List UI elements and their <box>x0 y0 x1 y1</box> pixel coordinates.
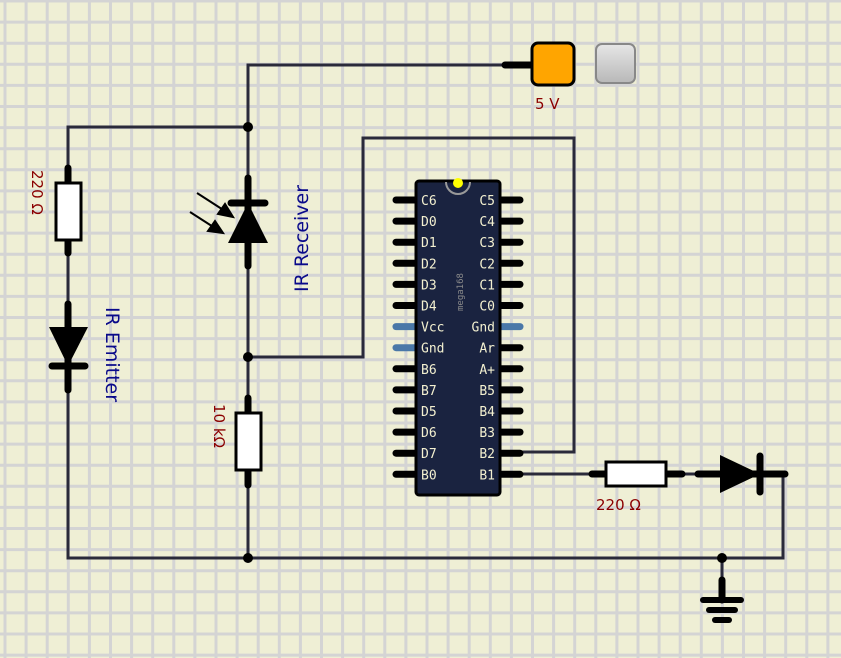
chip-pin-label: A+ <box>479 363 495 378</box>
chip-pin-label: D6 <box>421 426 437 441</box>
wires <box>66 63 785 587</box>
chip-indicator <box>453 178 463 188</box>
chip-pin-label: C1 <box>479 278 495 293</box>
power-switch-off[interactable] <box>595 43 636 84</box>
power-switch-on[interactable] <box>530 41 576 87</box>
junction <box>243 352 253 362</box>
chip-notch <box>445 181 471 195</box>
power-source-5v[interactable]: 5 V <box>501 41 636 113</box>
chip-pin-label: D3 <box>421 278 437 293</box>
resistor-emitter-label: 220 Ω <box>28 170 46 215</box>
chip-pin-label: C2 <box>479 257 495 272</box>
mega168-chip[interactable]: C6D0D1D2D3D4VccGndB6B7D5D6D7B0C5C4C3C2C1… <box>392 178 524 497</box>
chip-pin-label: C3 <box>479 236 495 251</box>
chip-pin-label: Gnd <box>472 321 495 336</box>
ir-emitter-label: IR Emitter <box>101 307 123 402</box>
wire-led-to-ground[interactable] <box>720 472 785 560</box>
chip-pin-label: B5 <box>479 384 495 399</box>
wire-top-left[interactable] <box>66 125 250 182</box>
resistor-led-label: 220 Ω <box>596 496 641 514</box>
chip-pin-label: B3 <box>479 426 495 441</box>
chip-pin-label: B2 <box>479 447 495 462</box>
led-diode[interactable] <box>694 452 789 496</box>
chip-name: mega168 <box>456 273 466 311</box>
ir-receiver-label: IR Receiver <box>291 185 313 292</box>
resistor-led[interactable]: 220 Ω <box>588 460 686 514</box>
chip-pin-label: Ar <box>479 342 495 357</box>
junction <box>243 122 253 132</box>
ir-receiver-photodiode[interactable]: IR Receiver <box>189 174 313 292</box>
light-arrows-icon <box>189 192 236 235</box>
chip-pin-label: C6 <box>421 194 437 209</box>
chip-pin-label: D0 <box>421 215 437 230</box>
chip-pin-label: B7 <box>421 384 437 399</box>
chip-pin-label: B1 <box>479 468 495 483</box>
chip-pin-label: D2 <box>421 257 437 272</box>
wire-sensor-to-b2[interactable] <box>246 136 576 454</box>
chip-pin-label: Vcc <box>421 321 444 336</box>
ground-icon <box>700 576 744 623</box>
resistor-pulldown-label: 10 kΩ <box>210 404 228 448</box>
chip-pin-label: D1 <box>421 236 437 251</box>
wire-emitter-to-ground[interactable] <box>66 378 724 560</box>
chip-pin-label: Gnd <box>421 342 444 357</box>
chip-pin-label: B0 <box>421 468 437 483</box>
junctions <box>243 122 727 563</box>
chip-pin-label: C4 <box>479 215 495 230</box>
chip-pin-label: D4 <box>421 300 437 315</box>
chip-pin-label: D5 <box>421 405 437 420</box>
resistor-emitter[interactable]: 220 Ω <box>28 164 83 257</box>
chip-pin-label: B4 <box>479 405 495 420</box>
chip-pin-label: C0 <box>479 300 495 315</box>
chip-pin-label: C5 <box>479 194 495 209</box>
junction <box>717 553 727 563</box>
chip-pin-label: D7 <box>421 447 437 462</box>
wire-5v-to-receiver[interactable] <box>246 63 512 182</box>
ir-emitter-diode[interactable]: IR Emitter <box>48 300 123 402</box>
chip-pin-label: B6 <box>421 363 437 378</box>
resistor-pulldown[interactable]: 10 kΩ <box>210 394 263 489</box>
power-label: 5 V <box>535 95 560 113</box>
junction <box>243 553 253 563</box>
